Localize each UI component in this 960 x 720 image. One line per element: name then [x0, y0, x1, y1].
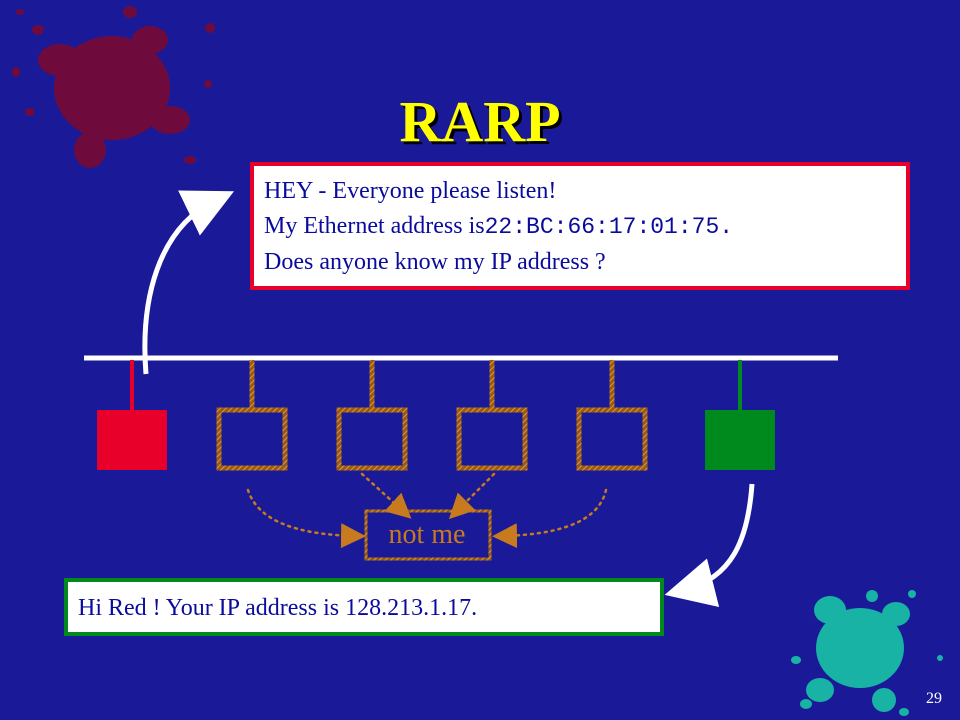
red-splatter-decoration: [12, 6, 215, 168]
teal-splatter-decoration: [791, 590, 943, 716]
broadcast-arrow: [142, 190, 235, 375]
not-me-arrow: [448, 472, 496, 520]
other-host: [216, 407, 288, 471]
other-hosts: [216, 360, 648, 471]
not-me-arrow: [246, 488, 366, 549]
rarp-reply-message: Hi Red ! Your IP address is 128.213.1.17…: [64, 578, 664, 636]
reply-arrow: [664, 483, 755, 607]
requester-host: [97, 410, 167, 470]
other-host: [576, 407, 648, 471]
rarp-request-message: HEY - Everyone please listen! My Etherne…: [250, 162, 910, 290]
not-me-label: not me: [388, 519, 466, 550]
other-host: [456, 407, 528, 471]
other-host: [336, 407, 408, 471]
not-me-arrows: [246, 472, 608, 549]
slide-title: RARP: [399, 89, 561, 154]
ethernet-address: 22:BC:66:17:01:75.: [484, 214, 734, 240]
request-line-2: My Ethernet address is22:BC:66:17:01:75.: [264, 209, 896, 245]
not-me-box-outline: [364, 509, 492, 561]
request-line-3: Does anyone know my IP address ?: [264, 249, 606, 275]
request-line-1: HEY - Everyone please listen!: [264, 178, 557, 204]
not-me-arrow: [492, 488, 608, 549]
not-me-arrow: [360, 472, 412, 519]
reply-text: Hi Red ! Your IP address is 128.213.1.17…: [78, 595, 478, 621]
request-line-2-prefix: My Ethernet address is: [264, 213, 485, 239]
page-number: 29: [926, 690, 942, 707]
rarp-server-host: [705, 410, 775, 470]
